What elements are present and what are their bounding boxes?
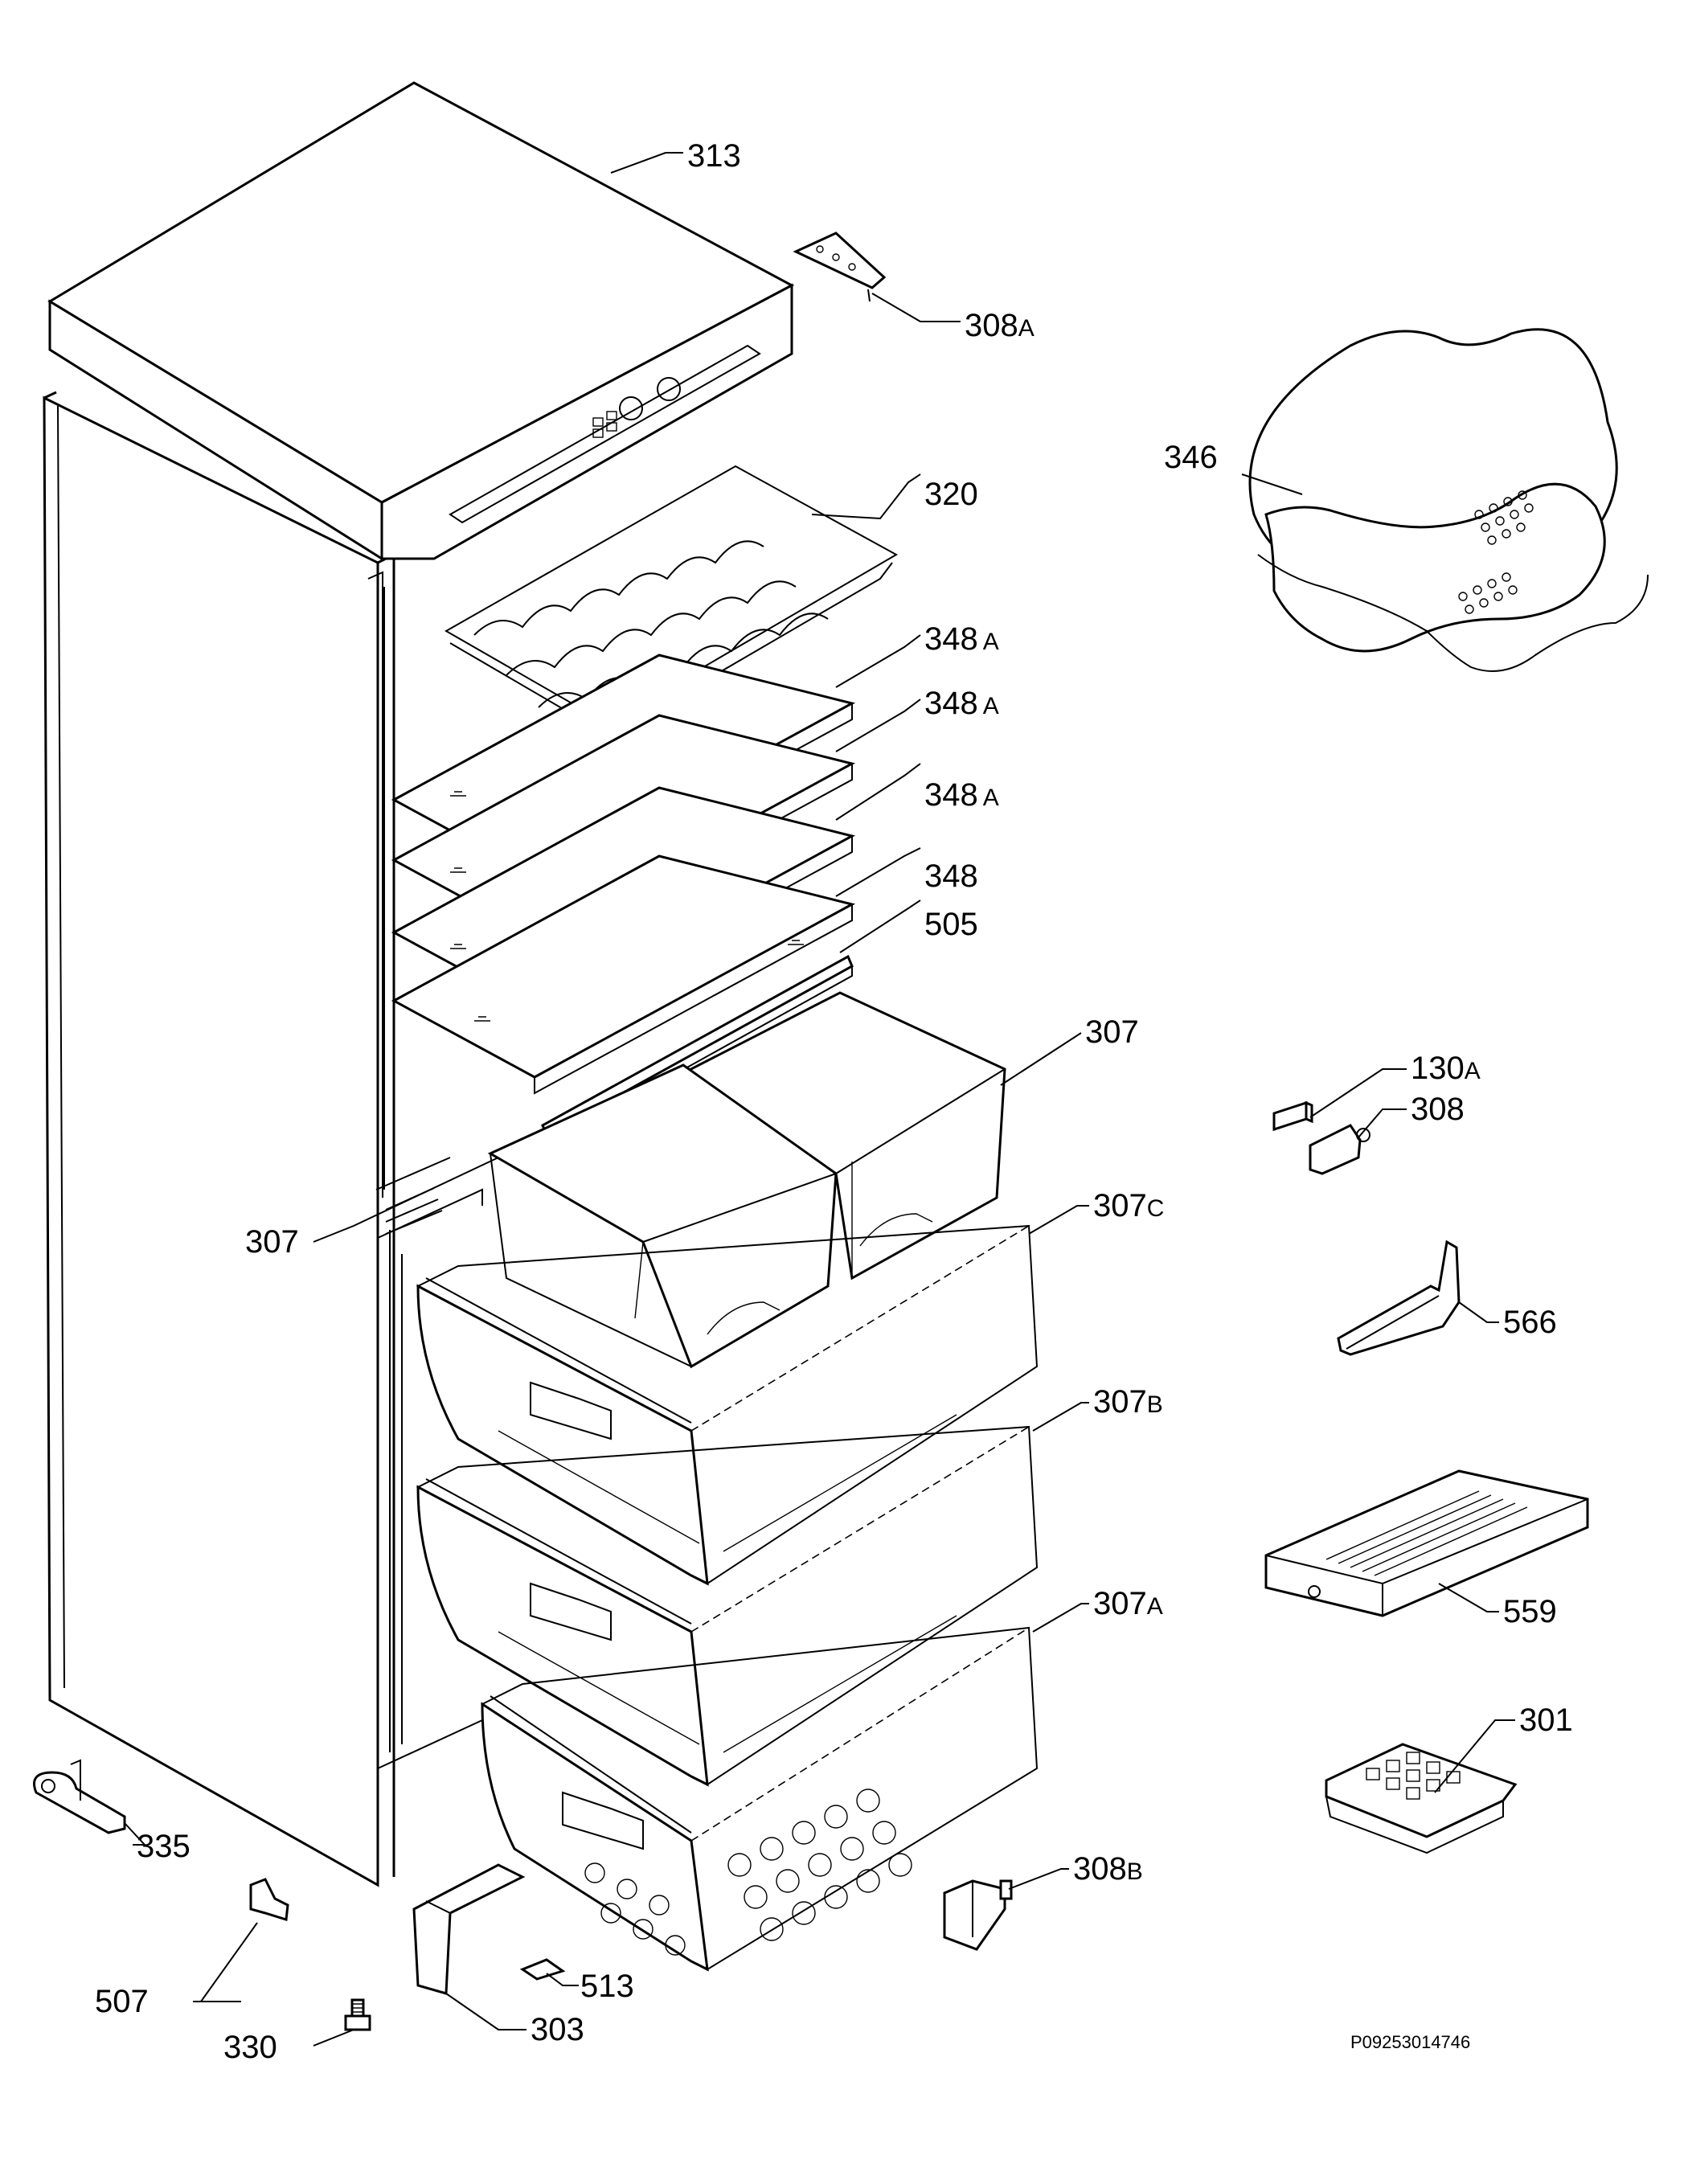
adjustable-foot-330: [344, 1998, 371, 2031]
hinge-308: [1309, 1124, 1370, 1175]
label-303: 303: [531, 2012, 584, 2047]
label-130A: 130A: [1411, 1051, 1481, 1086]
label-308A: 308A: [965, 308, 1035, 343]
label-307-left: 307: [245, 1224, 299, 1260]
label-505: 505: [924, 907, 978, 942]
hinge-cover-130A: [1272, 1100, 1313, 1132]
label-308B: 308B: [1073, 1851, 1143, 1887]
cover-513: [519, 1958, 566, 1981]
label-513: 513: [580, 1969, 634, 2004]
label-307A: 307A: [1093, 1586, 1163, 1621]
label-308: 308: [1411, 1092, 1465, 1127]
reference-code: P09253014746: [1350, 2032, 1470, 2052]
ice-scraper-566: [1337, 1240, 1461, 1356]
label-313: 313: [687, 138, 741, 174]
fruit-bowl-346: [1248, 328, 1649, 672]
label-348: 348: [924, 858, 978, 894]
label-307C: 307C: [1093, 1188, 1164, 1223]
freezer-drawer-307A: [480, 1626, 1039, 1972]
label-330: 330: [223, 2030, 277, 2065]
label-346: 346: [1164, 440, 1218, 475]
label-307-right: 307: [1085, 1014, 1139, 1050]
top-cover-313: [47, 81, 795, 561]
freezer-drawer-307C: [416, 1224, 1039, 1586]
leader-lines: [124, 152, 1515, 2047]
crisper-drawer-307-left: [487, 1063, 838, 1369]
label-335: 335: [137, 1829, 191, 1864]
glass-shelf-348: [391, 854, 856, 1095]
clip-507: [249, 1878, 289, 1921]
bracket-335: [33, 1759, 126, 1834]
label-307B: 307B: [1093, 1384, 1163, 1420]
freezer-drawer-307B: [416, 1425, 1039, 1787]
label-320: 320: [924, 477, 978, 512]
label-301: 301: [1519, 1703, 1573, 1738]
freezer-tray-559: [1264, 1469, 1589, 1617]
cabinet-body: [43, 391, 483, 1887]
label-507: 507: [95, 1984, 149, 2019]
wine-rack-320: [444, 465, 899, 736]
top-hinge-308A: [793, 232, 887, 302]
kick-plate-303: [412, 1863, 526, 1995]
ice-cube-tray-301: [1325, 1743, 1518, 1854]
label-566: 566: [1503, 1305, 1557, 1340]
hinge-308B: [943, 1879, 1013, 1951]
label-559: 559: [1503, 1594, 1557, 1629]
